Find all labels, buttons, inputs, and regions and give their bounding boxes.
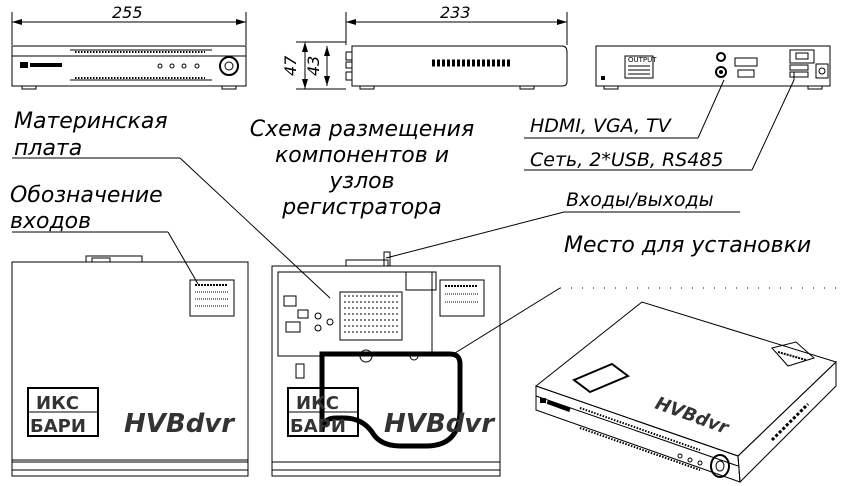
iso-top-face	[534, 301, 837, 457]
jog-dial-icon	[219, 56, 239, 76]
label-motherboard-2: плата	[14, 136, 82, 161]
usb-port-icon	[789, 71, 809, 78]
height-outer-value: 47	[281, 55, 300, 76]
iso-jog-dial-icon	[710, 454, 730, 478]
vga-port-icon	[734, 57, 758, 67]
maker-logo-open: ИКС БАРИ	[287, 387, 359, 437]
iso-front-face	[535, 385, 741, 483]
label-inputs-2: входов	[10, 209, 91, 234]
dim-side-depth: 233	[345, 3, 568, 45]
back-view: OUTPUT	[595, 45, 831, 90]
height-inner-value: 43	[304, 56, 323, 76]
maker-logo: ИКС БАРИ	[27, 387, 99, 437]
maker-logo-top: ИКС	[36, 393, 79, 414]
label-scheme-2: компонентов и	[275, 143, 449, 168]
top-view-closed: ИКС БАРИ HVBdvr	[11, 255, 249, 477]
product-logo-open: HVBdvr	[384, 409, 496, 439]
iso-product-logo: HVBdvr	[652, 393, 732, 439]
inputs-plate	[189, 279, 235, 317]
label-scheme-1: Схема размещения	[250, 117, 474, 142]
iso-maker-logo	[572, 362, 630, 394]
inputs-plate-open	[439, 279, 485, 317]
tv-out-connector-icon	[716, 52, 726, 62]
maker-logo-bottom: БАРИ	[30, 416, 86, 437]
motherboard	[277, 271, 433, 357]
front-width-value: 255	[112, 3, 143, 22]
dim-heights: 47 43	[281, 41, 346, 90]
side-depth-value: 233	[440, 3, 471, 22]
label-scheme-4: регистратора	[281, 195, 441, 220]
label-io: Входы/выходы	[566, 189, 714, 211]
front-view	[11, 45, 247, 90]
annotation-labels: Материнская плата Обозначение входов Схе…	[10, 109, 811, 258]
back-output-plate	[624, 55, 654, 79]
top-view-open: ИКС БАРИ HVBdvr	[271, 251, 501, 477]
power-jack-icon	[815, 63, 829, 79]
dim-front-width: 255	[11, 3, 247, 45]
maker-logo-top-open: ИКС	[296, 393, 339, 414]
leader-lines	[12, 72, 836, 354]
back-output-label: OUTPUT	[628, 56, 657, 64]
label-scheme-3: узлов	[328, 169, 394, 194]
isometric-view: HVBdvr	[534, 301, 837, 484]
label-motherboard-1: Материнская	[14, 109, 168, 134]
cpu-heatsink	[339, 291, 403, 341]
hdd-mount-frame	[319, 351, 463, 449]
side-view	[345, 45, 568, 90]
bnc-connector-icon	[715, 66, 727, 78]
label-video-outputs: HDMI, VGA, TV	[530, 115, 673, 137]
label-inputs-1: Обозначение	[10, 183, 163, 208]
ethernet-port-icon	[789, 49, 815, 64]
product-logo: HVBdvr	[124, 409, 236, 439]
iso-side-face	[737, 360, 837, 484]
label-network-ports: Сеть, 2*USB, RS485	[530, 149, 724, 171]
maker-logo-bottom-open: БАРИ	[290, 416, 346, 437]
hdmi-port-icon	[737, 69, 755, 78]
usb-port-icon	[789, 64, 809, 71]
label-install-place: Место для установки	[564, 233, 811, 258]
